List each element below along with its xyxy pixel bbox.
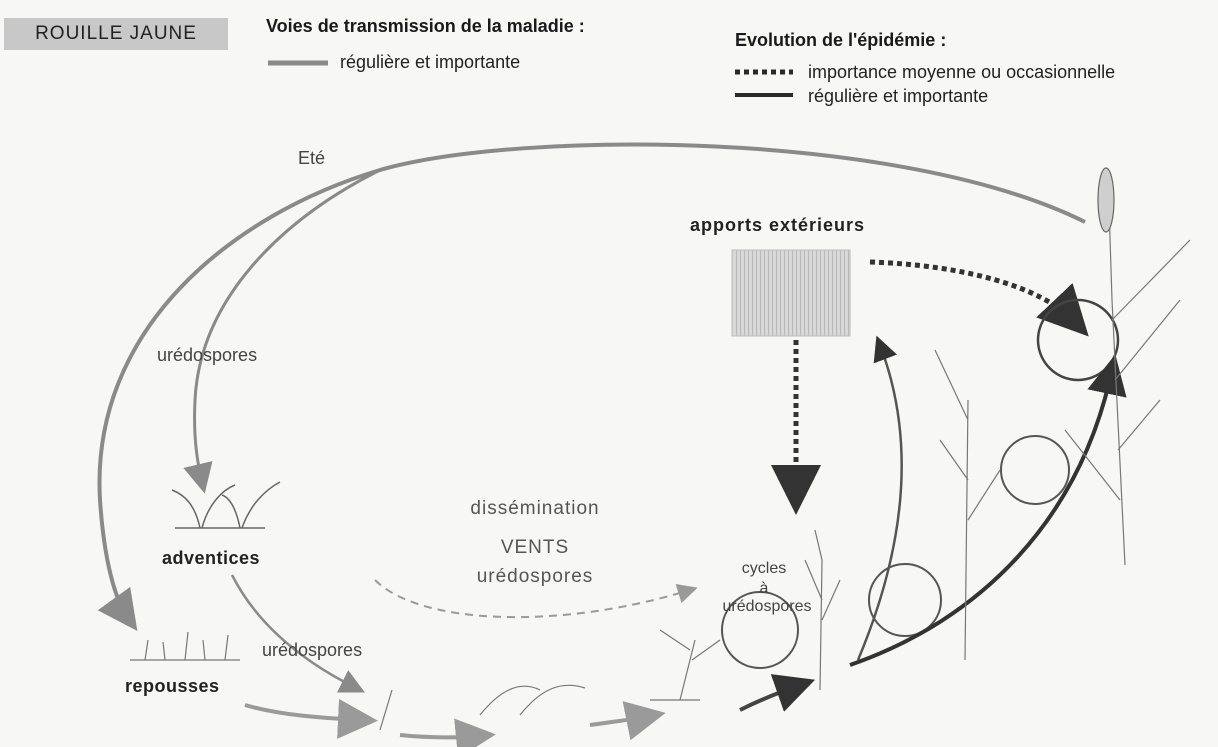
label-uredospores-wind: urédospores xyxy=(430,566,640,588)
cycle-circle-3 xyxy=(1001,436,1069,504)
label-uredospores-top: urédospores xyxy=(157,345,257,366)
wheat-ear xyxy=(1098,168,1114,232)
epidemic-arc-1 xyxy=(858,345,902,660)
label-uredospores-bottom: urédospores xyxy=(262,640,362,661)
repousses-arrow-2 xyxy=(400,735,480,737)
label-repousses: repousses xyxy=(125,676,220,697)
label-apports-exterieurs: apports extérieurs xyxy=(690,215,865,236)
cycle-circle-4 xyxy=(1038,300,1118,380)
repousses-arrow-1 xyxy=(245,705,362,720)
epidemic-arc-2 xyxy=(850,370,1112,665)
repousses-plants xyxy=(130,632,240,660)
label-adventices: adventices xyxy=(162,548,260,569)
label-cycles: cycles xyxy=(724,560,804,578)
adventices-to-crop-arrow xyxy=(232,575,356,688)
external-inputs-block xyxy=(732,250,850,336)
label-cycles-a: à xyxy=(724,580,804,598)
label-dissemination: dissémination xyxy=(430,498,640,520)
repousses-arrow-4 xyxy=(740,685,800,710)
adventices-plants xyxy=(172,482,280,528)
repousses-arrow-3 xyxy=(590,716,650,725)
arc-to-adventices xyxy=(195,170,380,482)
label-cycles-uredospores: urédospores xyxy=(712,598,822,616)
label-ete: Eté xyxy=(298,148,325,169)
label-vents: VENTS xyxy=(430,537,640,559)
external-inputs-right-arrow xyxy=(870,262,1075,322)
